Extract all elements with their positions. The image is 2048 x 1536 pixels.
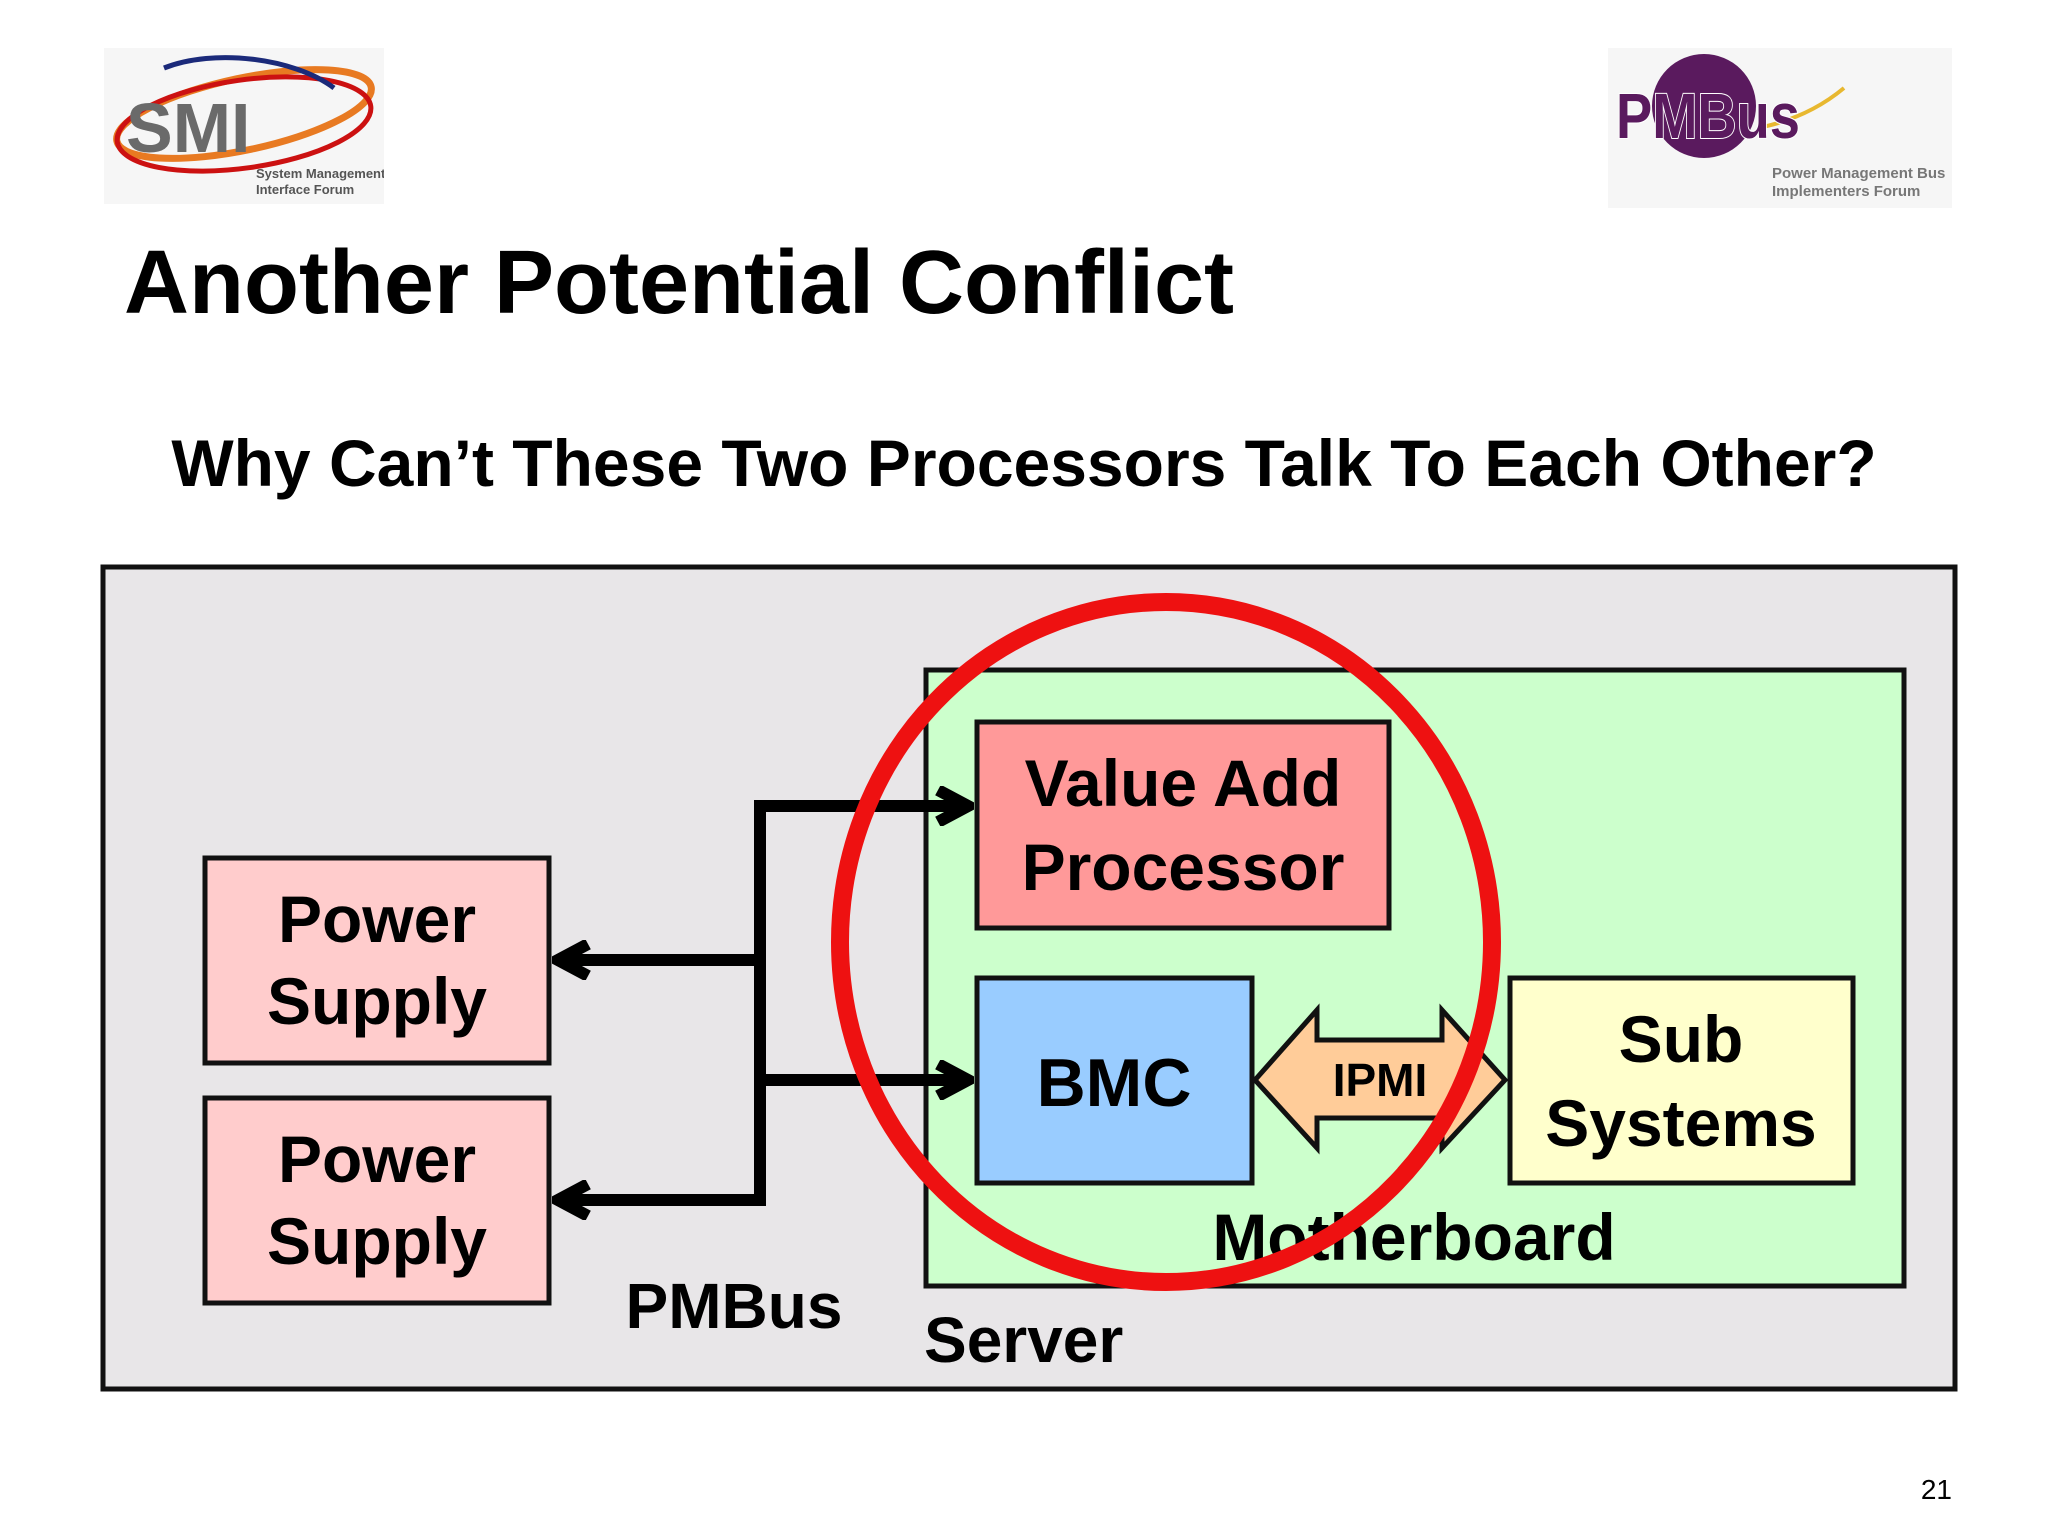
server-label: Server [924,1304,1123,1376]
pmbus-logo-mark: PMBus [1616,80,1800,152]
sub-systems-line-1: Sub [1619,1002,1744,1076]
highlight-circle [831,593,1501,1291]
page-number: 21 [1920,1474,1952,1505]
power-supply-top-line-1: Power [278,882,476,956]
smi-logo: SMI System Management Interface Forum [104,48,384,204]
sub-systems-line-2: Systems [1545,1086,1817,1160]
pmbus-swoosh [1757,86,1846,130]
slide-subtitle: Why Can’t These Two Processors Talk To E… [171,426,1877,500]
smi-logo-caption-1: System Management [256,166,384,181]
bmc-box [974,975,1255,1186]
power-supply-bottom-box [202,1095,552,1306]
value-add-processor-line-1: Value Add [1025,746,1342,820]
pmbus-logo-caption-1: Power Management Bus [1772,165,1945,182]
pmbus-circle [1652,54,1756,158]
smi-swoosh-red [114,74,374,174]
value-add-processor-box [974,719,1392,931]
pmbus-logo-caption-2: Implementers Forum [1772,183,1920,200]
smi-swoosh-blue [163,55,336,91]
pmbus-logo: PMBus Power Management Bus Implementers … [1608,48,1952,208]
smi-logo-mark: SMI [126,89,250,167]
slide-title: Another Potential Conflict [124,233,1234,333]
power-supply-bottom-line-2: Supply [267,1204,487,1278]
sub-systems-box [1507,975,1856,1186]
pmbus-label: PMBus [626,1270,843,1342]
power-supply-top-box [202,855,552,1066]
power-supply-top-line-2: Supply [267,964,487,1038]
ipmi-label: IPMI [1333,1054,1428,1106]
power-supply-bottom-line-1: Power [278,1122,476,1196]
bmc-label: BMC [1037,1045,1192,1121]
value-add-processor-line-2: Processor [1022,830,1345,904]
smi-logo-caption-2: Interface Forum [256,182,354,197]
